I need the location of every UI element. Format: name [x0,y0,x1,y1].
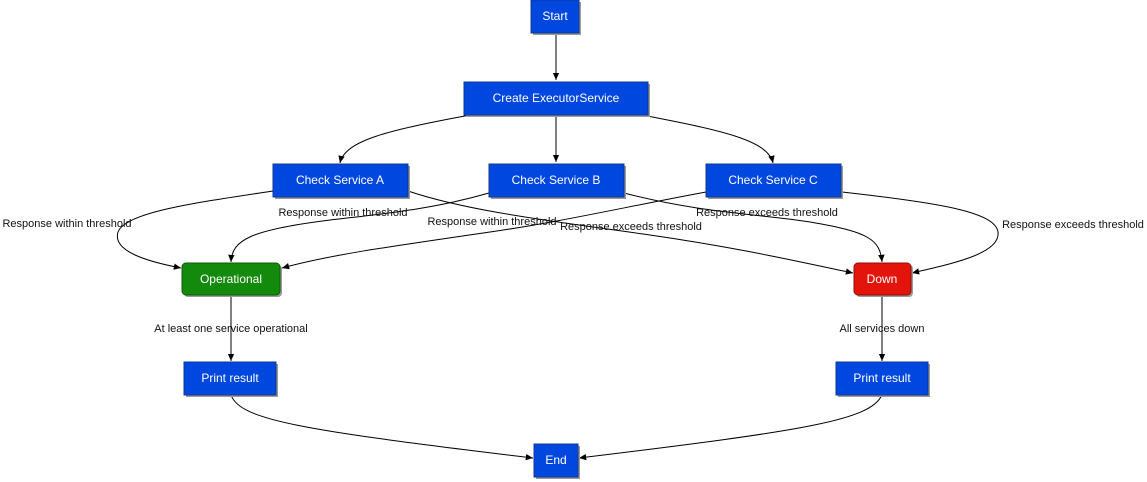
label-c-within: Response within threshold [427,216,556,228]
label-at-least-one: At least one service operational [154,323,307,335]
edge-a-to-operational [116,190,274,270]
label-b-exceeds: Response exceeds threshold [696,207,838,219]
label-a-within: Response within threshold [2,218,131,230]
svg-text:Create ExecutorService: Create ExecutorService [493,91,620,105]
node-print-result-left: Print result [183,361,278,397]
label-a-exceeds: Response exceeds threshold [560,221,702,233]
svg-text:Print result: Print result [201,371,259,385]
svg-text:Down: Down [867,272,898,286]
label-all-down: All services down [840,323,925,335]
edge-c-to-down [841,191,999,275]
svg-text:Check Service C: Check Service C [728,173,818,187]
edge-print-left-to-end [230,394,534,461]
node-end: End [533,443,580,479]
node-create-executor: Create ExecutorService [463,81,650,117]
edge-create-to-check-c [641,114,775,164]
svg-text:Check Service B: Check Service B [512,173,601,187]
label-c-exceeds: Response exceeds threshold [1002,219,1144,231]
node-print-result-right: Print result [835,361,930,397]
node-down: Down [853,262,913,297]
edge-create-to-check-a [338,114,471,164]
svg-text:Start: Start [542,9,568,23]
edge-b-to-operational [228,192,490,263]
label-b-within: Response within threshold [278,207,407,219]
svg-text:Operational: Operational [200,272,262,286]
node-operational: Operational [181,262,282,297]
svg-text:Check Service A: Check Service A [296,173,384,187]
node-check-service-c: Check Service C [705,163,843,199]
node-check-service-b: Check Service B [488,163,626,199]
edge-a-to-down [407,190,854,275]
edges [116,33,999,461]
node-check-service-a: Check Service A [272,163,410,199]
svg-text:End: End [545,453,566,467]
svg-text:Print result: Print result [853,371,911,385]
node-start: Start [530,0,581,35]
edge-print-right-to-end [578,394,883,461]
edge-b-to-down [623,192,885,263]
edge-labels: Response within threshold Response withi… [2,207,1143,335]
edge-c-to-operational [281,191,707,270]
nodes: Start Create ExecutorService Check Servi… [181,0,930,479]
